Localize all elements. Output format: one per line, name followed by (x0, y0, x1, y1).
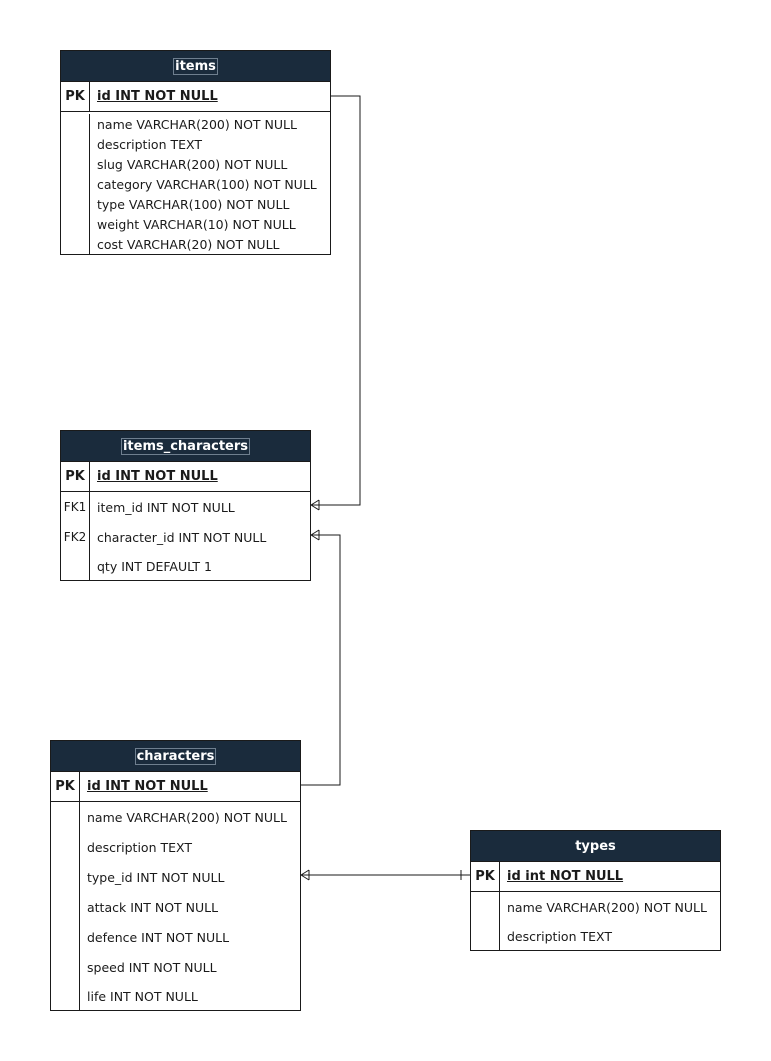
items-characters-pk-row[interactable]: PK id INT NOT NULL (61, 462, 310, 492)
types-field-list: name VARCHAR(200) NOT NULL description T… (471, 892, 720, 950)
items-key-column (61, 114, 90, 254)
items-characters-field-character-id: character_id INT NOT NULL (97, 529, 267, 545)
items-field-row[interactable]: weight VARCHAR(10) NOT NULL (90, 214, 330, 234)
items-characters-field-qty: qty INT DEFAULT 1 (97, 558, 212, 574)
types-key-column (471, 892, 500, 950)
types-pk-field: id int NOT NULL (507, 869, 624, 884)
characters-field-row[interactable]: attack INT NOT NULL (80, 892, 300, 922)
items-characters-field-row[interactable]: qty INT DEFAULT 1 (90, 552, 310, 580)
characters-field-type-id: type_id INT NOT NULL (87, 869, 225, 885)
characters-field-description: description TEXT (87, 839, 192, 855)
items-characters-field-row[interactable]: item_id INT NOT NULL (90, 492, 310, 522)
items-table-header: items (61, 51, 330, 82)
characters-field-attack: attack INT NOT NULL (87, 899, 219, 915)
items-characters-crowfoot-character (310, 529, 320, 541)
characters-to-items-characters-line (301, 534, 341, 786)
characters-field-list: name VARCHAR(200) NOT NULL description T… (51, 802, 300, 1010)
characters-table-title: characters (134, 747, 217, 765)
items-field-description: description TEXT (97, 136, 202, 152)
items-table-title: items (173, 57, 218, 75)
items-field-row[interactable]: slug VARCHAR(200) NOT NULL (90, 154, 330, 174)
types-table-title: types (574, 838, 617, 854)
types-field-description: description TEXT (507, 928, 612, 944)
items-characters-pk-label: PK (61, 462, 90, 491)
items-field-weight: weight VARCHAR(10) NOT NULL (97, 216, 296, 232)
items-field-list: name VARCHAR(200) NOT NULL description T… (61, 112, 330, 254)
characters-field-row[interactable]: name VARCHAR(200) NOT NULL (80, 802, 300, 832)
items-characters-fields: item_id INT NOT NULL character_id INT NO… (90, 492, 310, 580)
items-characters-field-item-id: item_id INT NOT NULL (97, 499, 235, 515)
items-field-row[interactable]: description TEXT (90, 134, 330, 154)
types-pk-label: PK (471, 862, 500, 891)
characters-field-name: name VARCHAR(200) NOT NULL (87, 809, 287, 825)
types-table[interactable]: types PK id int NOT NULL name VARCHAR(20… (470, 830, 721, 951)
items-field-category: category VARCHAR(100) NOT NULL (97, 176, 317, 192)
characters-field-row[interactable]: defence INT NOT NULL (80, 922, 300, 952)
characters-key-column (51, 802, 80, 1010)
items-field-row[interactable]: type VARCHAR(100) NOT NULL (90, 194, 330, 214)
items-characters-field-row[interactable]: character_id INT NOT NULL (90, 522, 310, 552)
fk1-label: FK1 (63, 500, 87, 514)
items-field-type: type VARCHAR(100) NOT NULL (97, 196, 290, 212)
characters-pk-field: id INT NOT NULL (87, 779, 208, 794)
items-pk-row[interactable]: PK id INT NOT NULL (61, 82, 330, 112)
items-characters-table-header: items_characters (61, 431, 310, 462)
items-pk-field: id INT NOT NULL (97, 89, 218, 104)
characters-field-life: life INT NOT NULL (87, 988, 198, 1004)
types-pk-row[interactable]: PK id int NOT NULL (471, 862, 720, 892)
types-field-row[interactable]: description TEXT (500, 922, 720, 950)
characters-field-row[interactable]: life INT NOT NULL (80, 982, 300, 1010)
characters-field-row[interactable]: speed INT NOT NULL (80, 952, 300, 982)
items-pk-label: PK (61, 82, 90, 111)
types-fields: name VARCHAR(200) NOT NULL description T… (500, 892, 720, 950)
characters-crowfoot-type (300, 869, 310, 881)
items-field-row[interactable]: cost VARCHAR(20) NOT NULL (90, 234, 330, 254)
types-field-row[interactable]: name VARCHAR(200) NOT NULL (500, 892, 720, 922)
items-field-slug: slug VARCHAR(200) NOT NULL (97, 156, 288, 172)
items-characters-pk-field: id INT NOT NULL (97, 469, 218, 484)
items-table[interactable]: items PK id INT NOT NULL name VARCHAR(20… (60, 50, 331, 255)
characters-pk-row[interactable]: PK id INT NOT NULL (51, 772, 300, 802)
types-table-header: types (471, 831, 720, 862)
items-characters-table[interactable]: items_characters PK id INT NOT NULL FK1 … (60, 430, 311, 581)
items-to-items-characters-line (311, 95, 361, 506)
characters-table-header: characters (51, 741, 300, 772)
items-characters-table-title: items_characters (120, 437, 251, 455)
characters-pk-label: PK (51, 772, 80, 801)
fk2-label: FK2 (63, 530, 87, 544)
characters-field-row[interactable]: description TEXT (80, 832, 300, 862)
characters-table[interactable]: characters PK id INT NOT NULL name VARCH… (50, 740, 301, 1011)
items-field-row[interactable]: category VARCHAR(100) NOT NULL (90, 174, 330, 194)
characters-field-defence: defence INT NOT NULL (87, 929, 230, 945)
items-characters-key-column: FK1 FK2 (61, 492, 90, 580)
items-field-row[interactable]: name VARCHAR(200) NOT NULL (90, 114, 330, 134)
items-fields: name VARCHAR(200) NOT NULL description T… (90, 114, 330, 254)
items-characters-field-list: FK1 FK2 item_id INT NOT NULL character_i… (61, 492, 310, 580)
items-characters-crowfoot-item (310, 499, 320, 511)
characters-field-row[interactable]: type_id INT NOT NULL (80, 862, 300, 892)
items-field-name: name VARCHAR(200) NOT NULL (97, 116, 297, 132)
characters-field-speed: speed INT NOT NULL (87, 959, 217, 975)
characters-fields: name VARCHAR(200) NOT NULL description T… (80, 802, 300, 1010)
items-field-cost: cost VARCHAR(20) NOT NULL (97, 236, 280, 252)
types-field-name: name VARCHAR(200) NOT NULL (507, 899, 707, 915)
